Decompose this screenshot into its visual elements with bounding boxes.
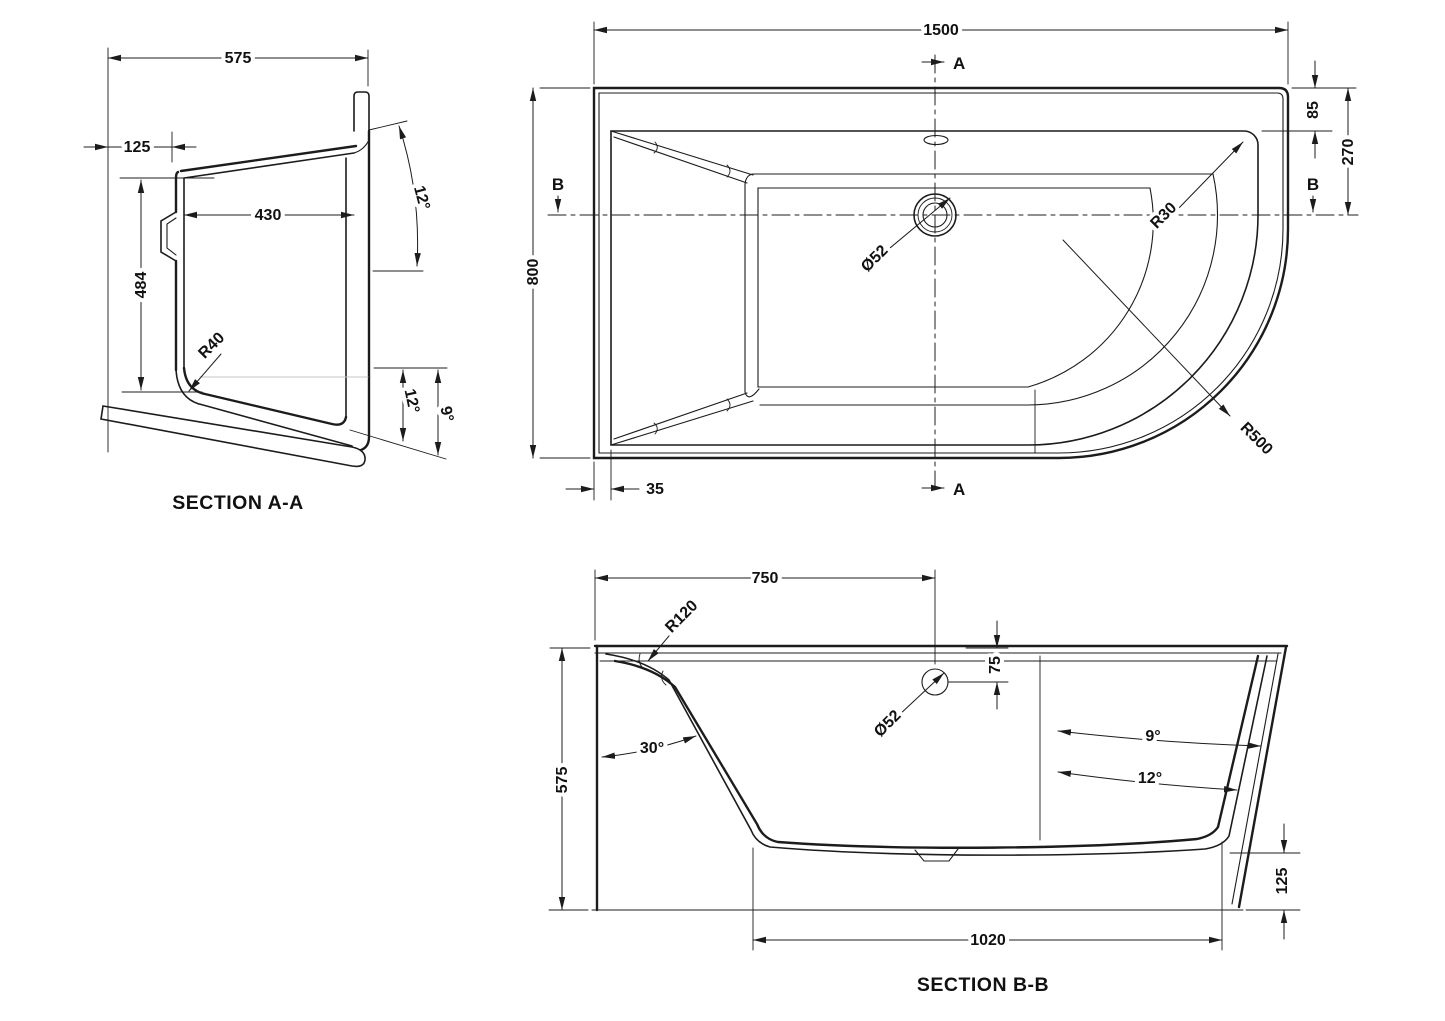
dim-label-484: 484 (133, 272, 150, 299)
section-aa-profile (100, 91, 371, 468)
plan-floor-outline (757, 187, 1154, 388)
dim-label-1020: 1020 (970, 932, 1006, 949)
dim-430: 430 (183, 203, 355, 228)
dim-label-9deg: 9° (1145, 728, 1160, 745)
dim-35: 35 (565, 449, 668, 502)
plan-bevel-ticks-bottom (653, 398, 731, 435)
dim-label-skirt-angle: 9° (436, 405, 456, 423)
backrest-band-ticks (638, 653, 667, 686)
section-aa-view: 575 125 430 484 R40 12° (83, 46, 460, 514)
rim-top-inner-line (183, 152, 355, 179)
dim-75: 75 (947, 620, 1009, 710)
section-bb-title: SECTION B-B (917, 974, 1049, 996)
dim-waste-bb: Ø52 (867, 672, 945, 745)
section-bb-profile (591, 644, 1289, 912)
dim-label-r120: R120 (662, 597, 701, 636)
plan-corner-bevel-top (610, 130, 754, 184)
dim-9deg: 9° (1057, 724, 1262, 749)
dim-label-30deg: 30° (640, 740, 664, 757)
dim-label-35: 35 (646, 481, 664, 498)
dim-label-waste-bb: Ø52 (871, 707, 904, 740)
dim-575-bb: 575 (548, 647, 591, 911)
base-skirt (100, 405, 366, 468)
dim-label-1500: 1500 (923, 22, 959, 39)
section-aa-title: SECTION A-A (172, 492, 304, 514)
plan-floor-band-left (744, 173, 760, 398)
dim-label-125-bb: 125 (1274, 868, 1291, 895)
marker-a-bottom: A (953, 480, 965, 499)
dim-label-800: 800 (525, 259, 542, 286)
marker-b-left: B (552, 175, 564, 194)
rim-top-outer-line (179, 144, 358, 173)
dim-label-75: 75 (987, 656, 1004, 674)
waste-recess (914, 848, 959, 862)
right-wall-outer (359, 129, 371, 452)
dim-label-575-bb: 575 (554, 767, 571, 794)
dim-1500: 1500 (593, 18, 1289, 85)
dim-label-r500: R500 (1237, 419, 1276, 458)
dim-575: 575 (107, 46, 369, 453)
plan-outline (547, 54, 1359, 493)
plan-view: 1500 800 85 270 35 R30 R500 (521, 18, 1361, 502)
dim-125-bb: 125 (1229, 823, 1301, 940)
overflow-boss (160, 211, 177, 262)
dim-270: 270 (1336, 87, 1361, 216)
dim-r40: R40 (188, 325, 232, 392)
floor-bottom-line (175, 369, 353, 447)
dim-label-floor-angle: 12° (401, 387, 423, 414)
end-skirt-inner (1231, 653, 1279, 905)
dim-wall-angle-12: 12° (368, 120, 437, 272)
dim-r120: R120 (647, 593, 705, 662)
dim-484: 484 (119, 177, 215, 393)
dim-label-wall-angle: 12° (410, 184, 433, 212)
dim-12deg: 12° (1057, 766, 1238, 793)
plan-floor-fillet-band (752, 173, 1218, 406)
dim-label-750: 750 (752, 570, 779, 587)
plan-outer-edge (592, 86, 1290, 460)
shell-exterior-face (605, 653, 1268, 856)
plan-outer-edge-inner-line (598, 92, 1284, 454)
rim-upstand-tab (353, 91, 370, 132)
dim-r30: R30 (1143, 141, 1244, 236)
plan-corner-bevel-bottom (610, 392, 754, 446)
dim-800: 800 (521, 87, 591, 459)
dim-label-575: 575 (225, 50, 252, 67)
dim-label-85: 85 (1305, 101, 1322, 119)
marker-a-top: A (953, 54, 965, 73)
dim-label-12deg: 12° (1138, 770, 1162, 787)
plan-rim-opening (610, 130, 1259, 446)
section-marker-a: A A (921, 54, 965, 499)
dim-label-270: 270 (1340, 139, 1357, 166)
dim-label-waste-plan: Ø52 (858, 242, 891, 275)
dim-30deg: 30° (601, 735, 697, 761)
dim-label-430: 430 (255, 207, 282, 224)
dim-label-125: 125 (124, 139, 151, 156)
dim-125: 125 (83, 131, 197, 163)
dim-r500: R500 (1062, 239, 1280, 462)
dim-750: 750 (594, 566, 936, 665)
left-wall-outer (174, 170, 180, 372)
floor-top-line (182, 366, 348, 426)
overflow-boss-inner (166, 217, 177, 256)
marker-b-right: B (1307, 175, 1319, 194)
shell-interior-face (613, 654, 1260, 849)
dim-1020: 1020 (752, 841, 1223, 953)
section-marker-b: B B (552, 175, 1319, 213)
section-bb-view: 750 R120 Ø52 75 30° 9° 12° (548, 566, 1301, 996)
plan-bevel-ticks-top (653, 141, 731, 178)
overflow-slot (923, 134, 949, 146)
dim-label-r40: R40 (195, 329, 228, 362)
end-skirt-outer (1237, 645, 1288, 909)
